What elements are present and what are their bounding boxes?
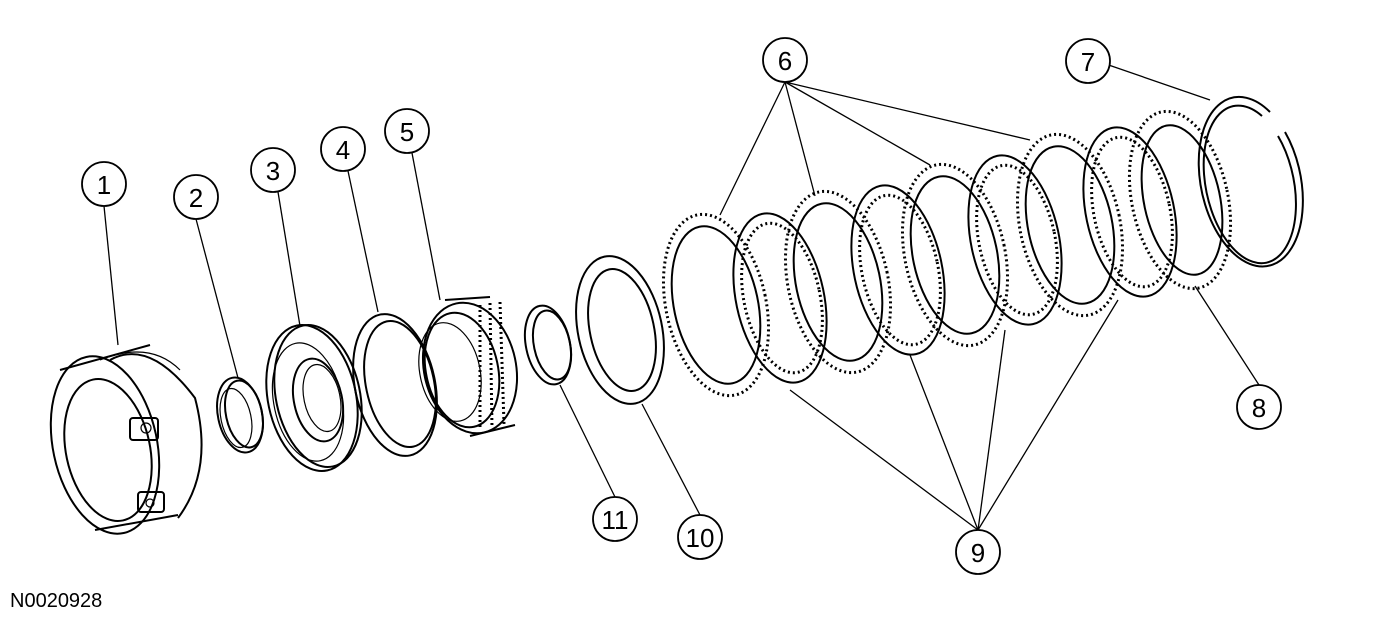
part-7-snap-ring: [1197, 95, 1304, 268]
svg-text:11: 11: [602, 505, 629, 535]
callout-9: 9: [955, 529, 1001, 575]
part-8-pressure-plate: [1127, 109, 1233, 291]
callout-10: 10: [677, 514, 723, 560]
svg-text:4: 4: [336, 135, 350, 165]
svg-text:1: 1: [97, 170, 111, 200]
part-10-plate: [575, 255, 665, 405]
part-11-snap-ring: [523, 304, 573, 386]
svg-text:7: 7: [1081, 47, 1095, 77]
svg-text:2: 2: [189, 183, 203, 213]
callout-6: 6: [762, 37, 808, 83]
svg-text:8: 8: [1252, 393, 1266, 423]
callout-1: 1: [81, 161, 127, 207]
svg-text:3: 3: [266, 156, 280, 186]
part-2-seal: [216, 376, 264, 454]
callout-8: 8: [1236, 384, 1282, 430]
part-4-ring: [352, 313, 438, 457]
callout-5: 5: [384, 108, 430, 154]
clutch-plate-stack: [661, 126, 1178, 398]
figure-id-label: N0020928: [10, 590, 103, 612]
callout-7: 7: [1065, 38, 1111, 84]
svg-text:6: 6: [778, 46, 792, 76]
callout-11: 11: [592, 496, 638, 542]
part-5-roller-clutch: [418, 296, 519, 437]
svg-text:9: 9: [971, 538, 985, 568]
callout-4: 4: [320, 126, 366, 172]
svg-text:10: 10: [686, 523, 715, 553]
callout-2: 2: [173, 174, 219, 220]
leader-lines: [103, 60, 1260, 531]
svg-text:5: 5: [400, 117, 414, 147]
part-1-drum: [49, 344, 203, 535]
callout-3: 3: [250, 147, 296, 193]
